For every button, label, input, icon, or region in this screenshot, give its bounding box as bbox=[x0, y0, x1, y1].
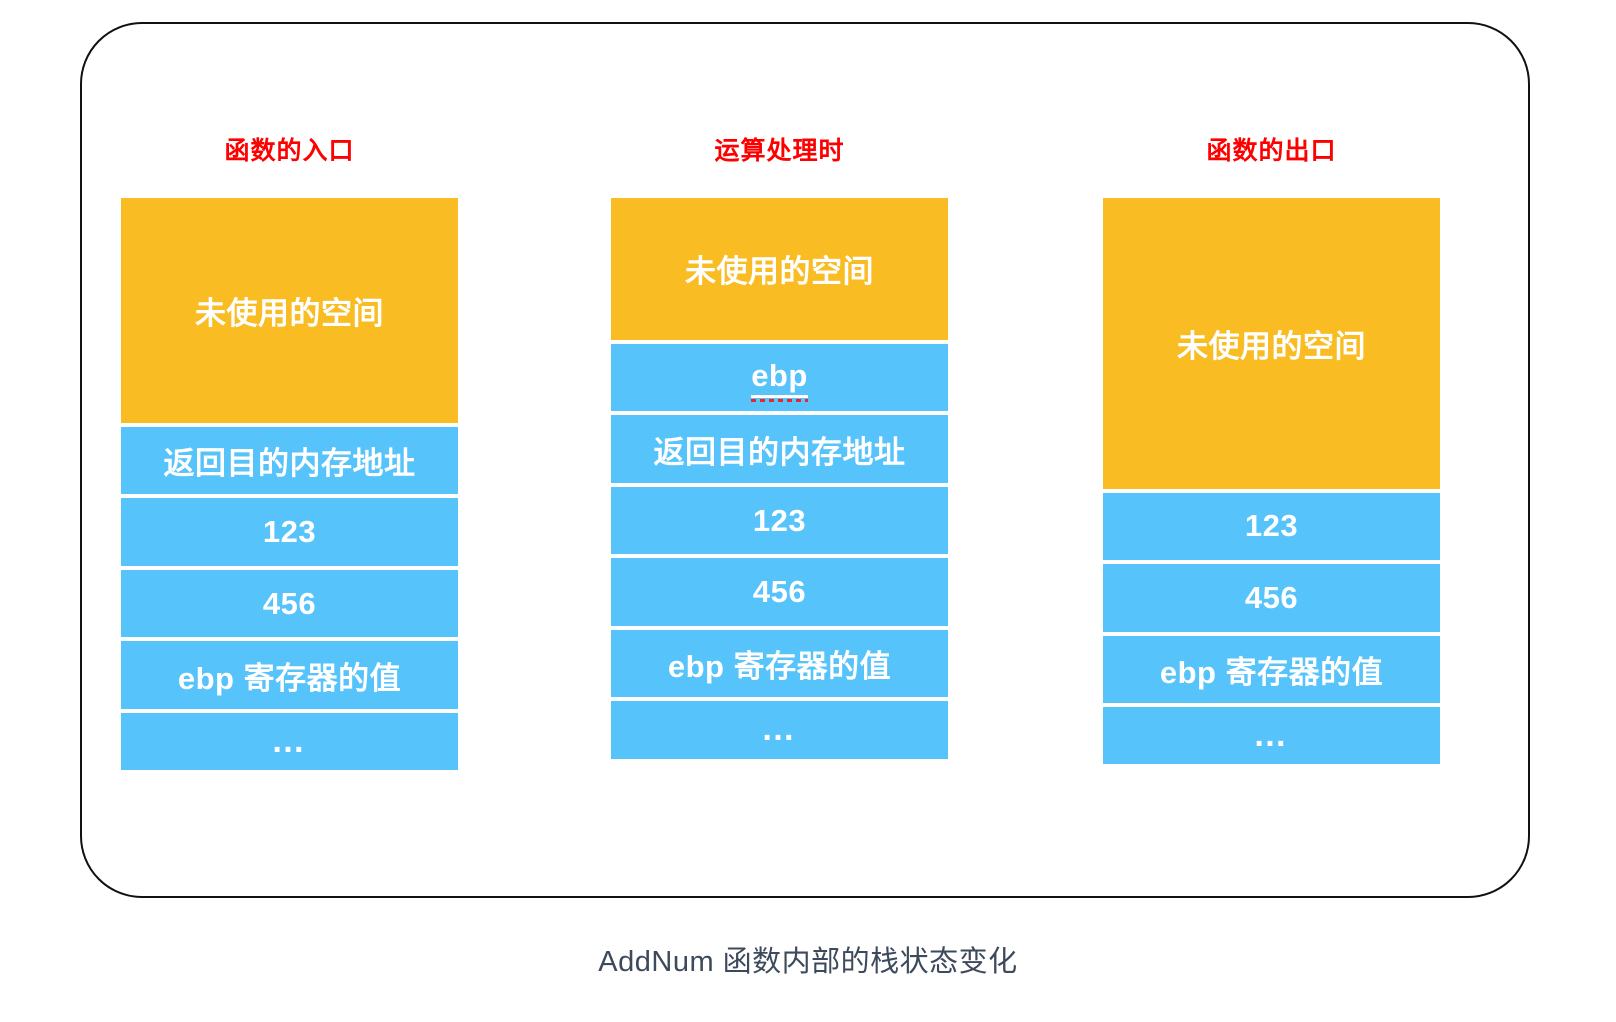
stack-cell: 123 bbox=[121, 498, 458, 570]
stack-cell: 456 bbox=[121, 569, 458, 642]
stack-cell-label: … bbox=[271, 721, 308, 760]
stack-column-title: 运算处理时 bbox=[714, 137, 845, 165]
stack-cell: 456 bbox=[1103, 564, 1440, 636]
stack-cell: 返回目的内存地址 bbox=[611, 415, 948, 487]
stack-cell-label: 123 bbox=[752, 502, 807, 538]
stack-cell: 456 bbox=[611, 558, 948, 630]
stack-cell-label: 456 bbox=[262, 585, 317, 621]
stack-cell-label: 未使用的空间 bbox=[1177, 328, 1366, 364]
stack-frame: 未使用的空间 ebp 返回目的内存地址 123 456 ebp 寄存器的值 … bbox=[611, 198, 948, 770]
stack-cell: … bbox=[611, 701, 948, 759]
stack-cell: 123 bbox=[1103, 492, 1440, 565]
stack-cell-unused-space: 未使用的空间 bbox=[1103, 198, 1440, 493]
stack-column-title: 函数的出口 bbox=[1206, 137, 1337, 165]
stack-cell-label: ebp bbox=[751, 358, 808, 402]
stack-column-2: 函数的出口未使用的空间 123 456 ebp 寄存器的值 … bbox=[1103, 112, 1440, 772]
stack-frame: 未使用的空间返回目的内存地址 123 456 ebp 寄存器的值 … bbox=[121, 198, 458, 770]
stack-cell-unused-space: 未使用的空间 bbox=[611, 198, 948, 344]
stack-cell-label: 123 bbox=[1244, 508, 1299, 544]
stack-cell-label: 未使用的空间 bbox=[685, 254, 874, 290]
stack-cell-label: 返回目的内存地址 bbox=[653, 434, 906, 470]
stack-cell: … bbox=[1103, 707, 1440, 765]
stack-cell-unused-space: 未使用的空间 bbox=[121, 198, 458, 427]
stack-cell-label: 456 bbox=[1244, 579, 1299, 615]
stack-cell: 返回目的内存地址 bbox=[121, 426, 458, 499]
stack-cell-label: 未使用的空间 bbox=[195, 295, 384, 331]
stack-frame: 未使用的空间 123 456 ebp 寄存器的值 … bbox=[1103, 198, 1440, 770]
stack-column-title: 函数的入口 bbox=[224, 137, 355, 165]
stack-cell-label: … bbox=[1253, 715, 1290, 754]
stack-cell-label: ebp 寄存器的值 bbox=[177, 660, 402, 696]
stack-cell: ebp 寄存器的值 bbox=[121, 641, 458, 713]
diagram-caption: AddNum 函数内部的栈状态变化 bbox=[598, 946, 1018, 978]
stack-column-1: 运算处理时未使用的空间 ebp 返回目的内存地址 123 456 ebp 寄存器的值 … bbox=[611, 112, 948, 772]
stack-cell-label: 123 bbox=[262, 514, 317, 550]
stack-cell: ebp bbox=[611, 343, 948, 416]
stack-cell: ebp 寄存器的值 bbox=[611, 629, 948, 702]
stack-cell-label: ebp 寄存器的值 bbox=[1159, 654, 1384, 690]
stack-cell-label: 返回目的内存地址 bbox=[163, 446, 416, 482]
stack-cell-label: … bbox=[761, 710, 798, 749]
stack-cell: … bbox=[121, 712, 458, 770]
stack-cell: 123 bbox=[611, 486, 948, 559]
stack-column-0: 函数的入口未使用的空间返回目的内存地址 123 456 ebp 寄存器的值 … bbox=[121, 112, 458, 772]
stack-cell-label: ebp 寄存器的值 bbox=[667, 649, 892, 685]
stack-cell-label: 456 bbox=[752, 574, 807, 610]
stack-cell: ebp 寄存器的值 bbox=[1103, 635, 1440, 708]
